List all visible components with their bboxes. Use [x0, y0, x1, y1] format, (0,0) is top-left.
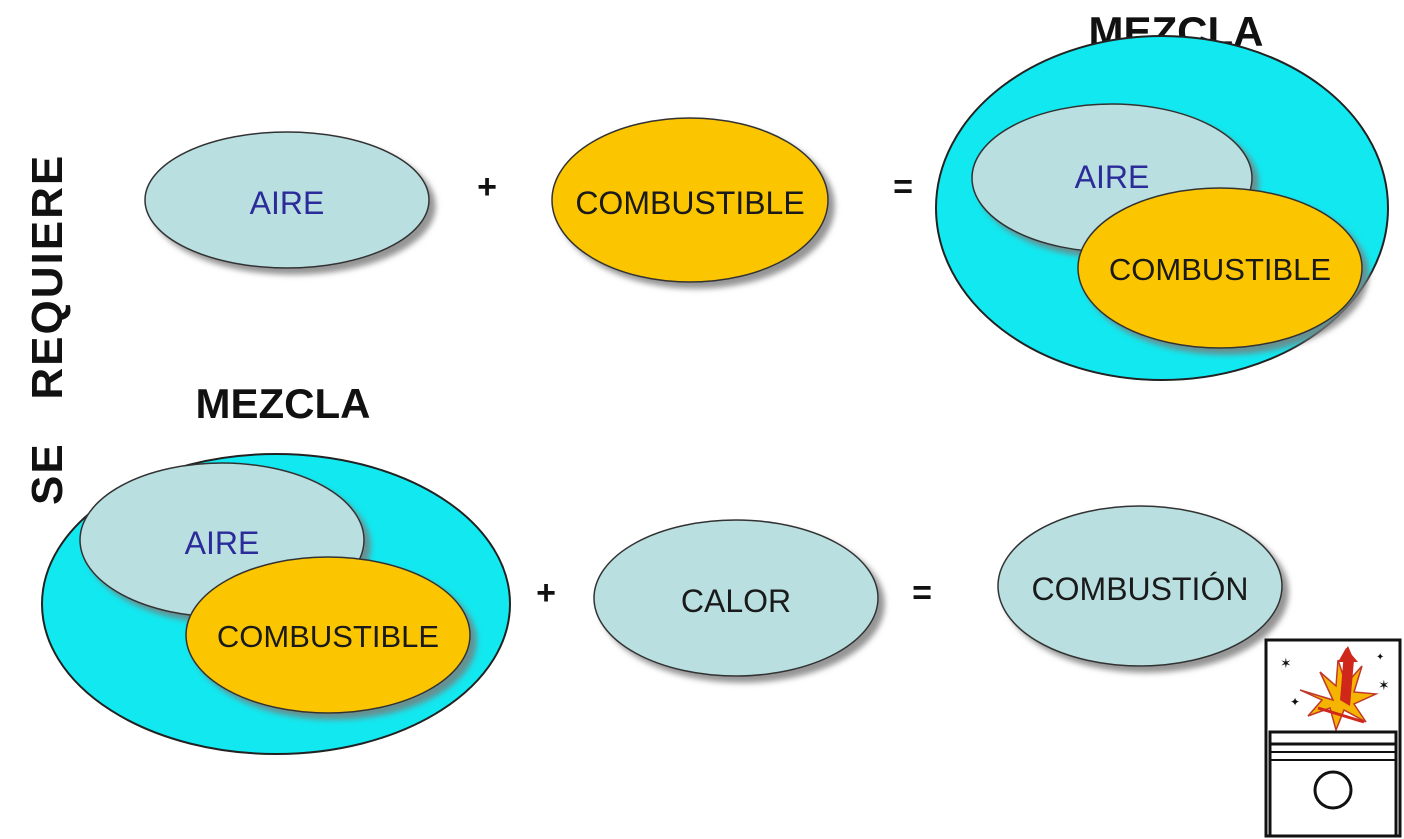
row2-heat-ellipse: CALOR: [593, 519, 879, 677]
row1-plus-sign: +: [477, 168, 497, 206]
piston-explosion-icon: ✶ ✶ ✦ ✦: [1264, 638, 1402, 838]
row1-fuel-label: COMBUSTIBLE: [575, 185, 804, 221]
row2-mixture-fuel-label: COMBUSTIBLE: [217, 619, 439, 654]
row2-mixture-ellipse: AIRE COMBUSTIBLE: [41, 453, 511, 755]
row2-equals-sign: =: [912, 574, 932, 612]
row2-combustion-ellipse: COMBUSTIÓN: [997, 505, 1283, 667]
row2-combustion-label: COMBUSTIÓN: [1032, 571, 1249, 607]
row2-mixture-air-label: AIRE: [185, 525, 260, 561]
svg-text:✶: ✶: [1280, 655, 1292, 671]
row2-plus-sign: +: [536, 574, 556, 612]
row1-equals-sign: =: [893, 168, 913, 206]
row1-fuel-ellipse: COMBUSTIBLE: [551, 117, 829, 283]
row2-heat-label: CALOR: [681, 583, 791, 619]
svg-text:✶: ✶: [1378, 677, 1390, 693]
svg-text:✦: ✦: [1290, 695, 1300, 709]
row1-mixture-ellipse: AIRE COMBUSTIBLE: [935, 35, 1389, 381]
row1-mixture-air-label: AIRE: [1075, 159, 1150, 195]
row1-air-label: AIRE: [250, 185, 325, 221]
row1-air-ellipse: AIRE: [144, 131, 430, 269]
row1-mixture-fuel-label: COMBUSTIBLE: [1109, 252, 1331, 287]
row2-mixture-title: MEZCLA: [196, 380, 371, 427]
side-label: SE REQUIERE: [23, 154, 72, 505]
svg-text:✦: ✦: [1376, 652, 1384, 663]
